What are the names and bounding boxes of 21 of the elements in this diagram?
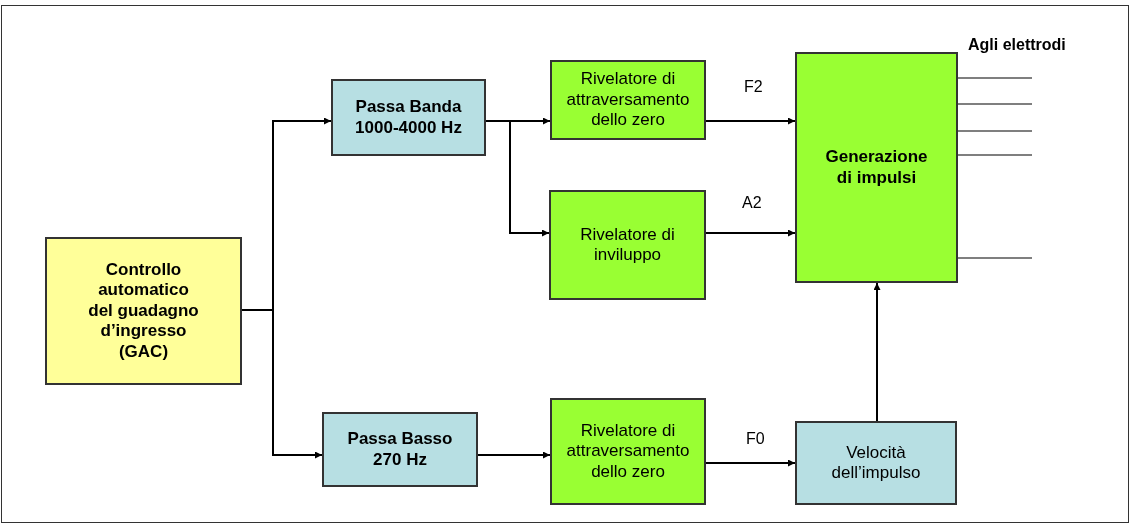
output-line <box>957 103 1033 105</box>
filter-box: Velocità dell’impulso <box>795 421 957 505</box>
arrow <box>485 120 550 237</box>
arrow <box>477 451 551 459</box>
output-line <box>957 257 1033 259</box>
control-box: Controllo automatico del guadagno d’ingresso (GAC) <box>45 237 242 385</box>
filter-box: Passa Basso 270 Hz <box>322 412 478 487</box>
arrow <box>705 459 796 467</box>
output-line <box>957 154 1033 156</box>
process-box: Generazione di impulsi <box>795 52 958 283</box>
process-box: Rivelatore di attraversamento dello zero <box>550 398 706 505</box>
output-line <box>957 77 1033 79</box>
arrow <box>705 229 796 237</box>
arrow <box>873 282 881 422</box>
filter-box: Passa Banda 1000-4000 Hz <box>331 79 486 156</box>
process-box: Rivelatore di inviluppo <box>549 190 706 300</box>
output-line <box>957 130 1033 132</box>
arrow <box>241 309 323 459</box>
arrow <box>705 117 796 125</box>
process-box: Rivelatore di attraversamento dello zero <box>550 60 706 140</box>
output-label: Agli elettrodi <box>966 36 1068 54</box>
